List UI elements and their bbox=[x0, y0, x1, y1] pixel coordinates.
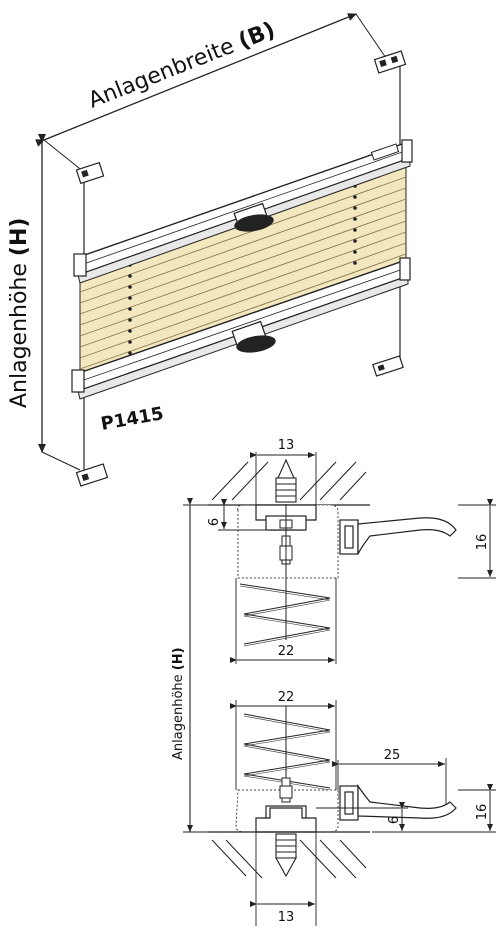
top-handle-profile bbox=[339, 517, 457, 555]
top-bracket-dimension: 13 bbox=[250, 438, 317, 505]
bracket-bottom-left bbox=[75, 463, 109, 487]
top-bracket-width-value: 13 bbox=[278, 438, 295, 453]
height-dimension: Anlagenhöhe (H) bbox=[7, 134, 81, 471]
height-label: Anlagenhöhe (H) bbox=[7, 218, 32, 408]
top-handle bbox=[233, 202, 274, 232]
model-label: P1415 bbox=[99, 403, 165, 435]
section-height-label: Anlagenhöhe (H) bbox=[171, 647, 186, 760]
bottom-rail-profile bbox=[235, 777, 339, 833]
bottom-handle bbox=[231, 320, 276, 353]
width-dimension: Anlagenbreite (B) bbox=[35, 13, 387, 173]
bottom-mounting-surface bbox=[208, 831, 370, 879]
width-label: Anlagenbreite (B) bbox=[85, 18, 279, 114]
section-view: Anlagenhöhe (H) 13 bbox=[171, 438, 496, 926]
top-rail-profile bbox=[237, 504, 339, 640]
top-screw bbox=[275, 458, 297, 503]
bracket-top-right bbox=[373, 50, 407, 74]
top-fabric-dimension: 22 bbox=[230, 578, 337, 664]
bracket-top-left bbox=[75, 161, 105, 185]
bracket-bottom-right bbox=[372, 355, 404, 377]
bottom-fabric-width-value: 22 bbox=[278, 690, 295, 705]
top-fabric-pleats bbox=[239, 583, 331, 647]
isometric-view: Anlagenbreite (B) Anlagenhöhe (H) bbox=[7, 13, 413, 487]
top-rail-height-dimension: 16 bbox=[458, 499, 496, 579]
top-rail-height-value: 16 bbox=[475, 534, 490, 551]
handle-reach-value: 25 bbox=[384, 748, 401, 763]
top-fabric-width-value: 22 bbox=[278, 644, 295, 659]
bottom-screw bbox=[275, 833, 297, 878]
bottom-offset-value: 6 bbox=[387, 816, 402, 824]
bottom-rail-height-dimension: 16 bbox=[372, 784, 496, 833]
bottom-rail-height-value: 16 bbox=[475, 804, 490, 821]
top-offset-dimension: 6 bbox=[207, 499, 268, 531]
bottom-handle-profile bbox=[339, 784, 457, 821]
bottom-offset-dimension: 6 bbox=[316, 802, 408, 831]
bottom-bracket-width-value: 13 bbox=[278, 910, 295, 925]
top-offset-value: 6 bbox=[207, 518, 222, 526]
bottom-bracket-dimension: 13 bbox=[250, 832, 317, 926]
section-height-dimension: Anlagenhöhe (H) bbox=[171, 498, 238, 833]
